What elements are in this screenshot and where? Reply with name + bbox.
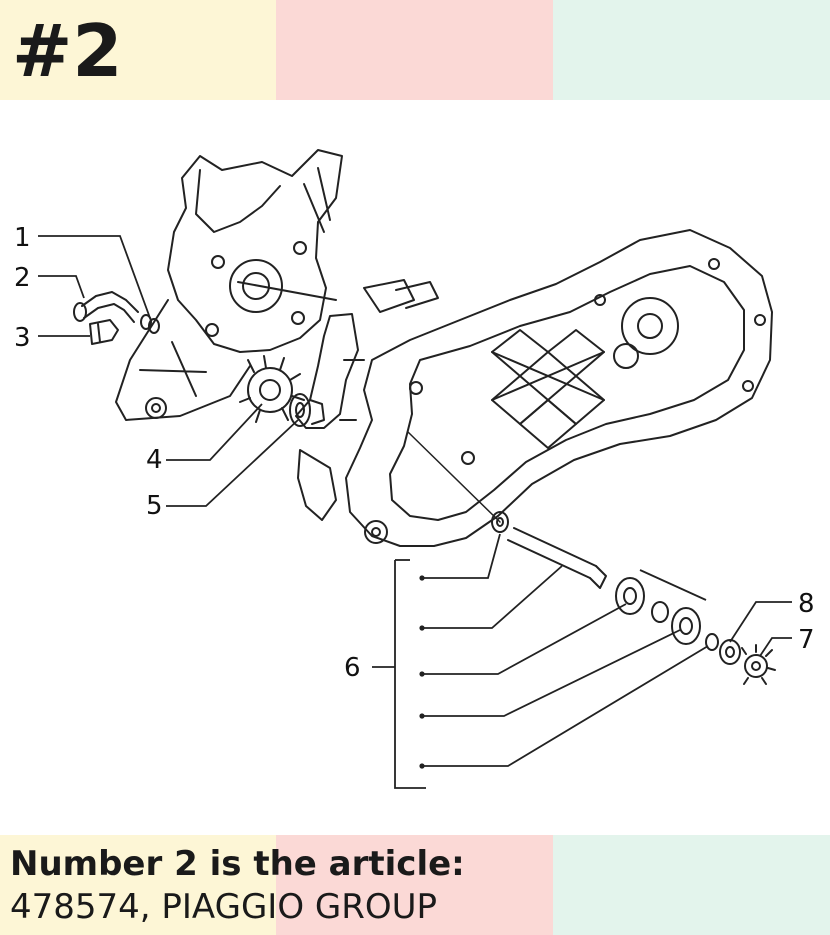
- washer: [719, 639, 741, 665]
- pump-impeller: [239, 355, 305, 423]
- callout-8: 8: [798, 589, 815, 619]
- callout-5: 5: [146, 491, 163, 521]
- exploded-parts-diagram: 1 2 3 4 5 6 7 8: [14, 149, 815, 789]
- right-crankcase-half: [339, 229, 773, 547]
- page-title: #2: [12, 9, 123, 93]
- header-band: [0, 0, 830, 100]
- band-mint: [553, 0, 830, 100]
- rubber-grommet: [89, 319, 119, 345]
- gasket-left: [295, 313, 359, 521]
- article-caption: Number 2 is the article: 478574, PIAGGIO…: [10, 842, 465, 928]
- callout-6: 6: [344, 653, 361, 683]
- band-pink: [276, 0, 553, 100]
- caption-article-number: 478574, PIAGGIO GROUP: [10, 887, 438, 927]
- water-pipe: [73, 291, 160, 334]
- callout-2: 2: [14, 263, 31, 293]
- leader-dots: [419, 575, 425, 769]
- caption-band: [0, 835, 830, 935]
- drive-gear: [741, 644, 776, 685]
- band-mint: [553, 835, 830, 935]
- band-yellow: [0, 0, 276, 100]
- left-crankcase-half: [115, 149, 343, 421]
- band-pink: [276, 835, 553, 935]
- caption-heading: Number 2 is the article:: [10, 844, 465, 884]
- pump-shaft-assembly: [491, 511, 719, 651]
- callout-7: 7: [798, 625, 815, 655]
- band-yellow: [0, 835, 276, 935]
- callout-1: 1: [14, 223, 31, 253]
- callout-3: 3: [14, 323, 31, 353]
- pump-seal: [289, 393, 325, 427]
- callout-4: 4: [146, 445, 163, 475]
